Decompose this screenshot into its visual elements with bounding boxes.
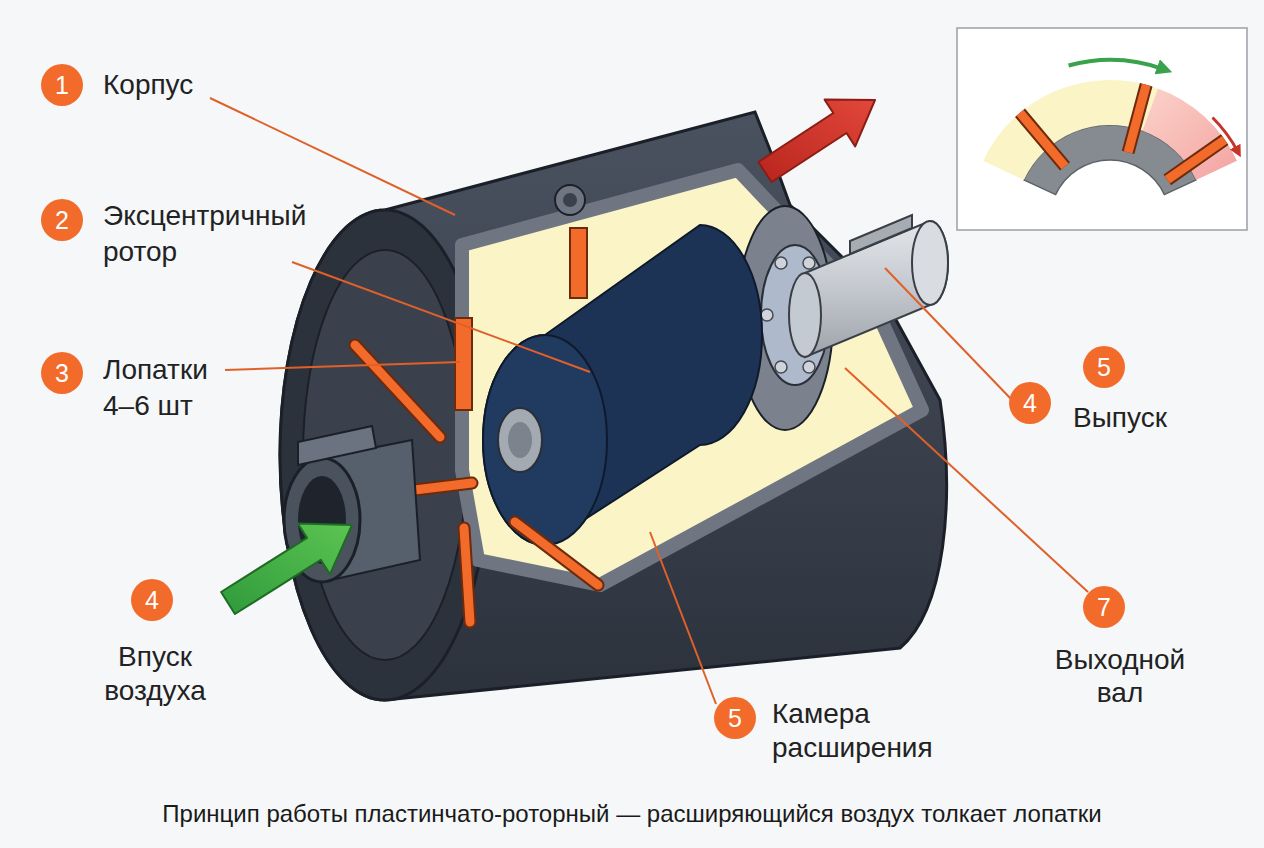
rotor: [483, 225, 762, 545]
part-label: Эксцентричный ротор: [103, 198, 343, 270]
callout-marker: 5Выпуск: [1083, 346, 1125, 388]
inset-vane-outline: [1020, 85, 1225, 180]
callout-number: 3: [41, 352, 83, 394]
diagram-caption: Принцип работы пластинчато-роторный — ра…: [0, 800, 1264, 828]
callout-number: 5: [714, 697, 756, 739]
inset-detail: [957, 28, 1247, 230]
part-label: Впуск воздуха: [75, 640, 235, 708]
housing-body: [280, 112, 946, 700]
callout-number: 7: [1083, 586, 1125, 628]
callout-number: 4: [1009, 382, 1051, 424]
leader-line: [885, 268, 1012, 400]
leader-line: [650, 532, 716, 704]
rotor-hub-bore: [508, 422, 532, 458]
housing: [280, 112, 947, 700]
callout-number: 4: [131, 579, 173, 621]
part-label: Корпус: [103, 68, 323, 102]
part-label: Лопатки 4–6 шт: [103, 352, 243, 424]
callout-number: 1: [41, 64, 83, 106]
bearing-ball: [803, 257, 815, 269]
part-label: Камера расширения: [772, 697, 982, 765]
rotor-body: [483, 225, 762, 545]
shaft-key: [850, 215, 912, 254]
leader-line: [225, 362, 460, 370]
bearing-ball: [775, 361, 787, 373]
inlet-arrow: [221, 524, 352, 615]
bearing-ball: [761, 309, 773, 321]
callout-marker: 2Эксцентричный ротор: [41, 199, 83, 241]
inset-vane: [1020, 85, 1225, 180]
callout-marker: 1Корпус: [41, 64, 83, 106]
shaft-collar: [789, 273, 821, 357]
callout-marker: 4: [1009, 382, 1051, 424]
leader-line: [210, 98, 455, 215]
inlet-key: [298, 426, 376, 465]
shaft-end: [912, 221, 948, 305]
bearing-ball: [803, 361, 815, 373]
vane: [570, 228, 587, 298]
leader-line: [292, 262, 590, 372]
pressure-arrow: [1213, 118, 1239, 152]
exhaust-port-hole: [563, 193, 577, 207]
part-label: Выпуск: [1040, 401, 1200, 435]
part-label: Выходной вал: [1040, 643, 1200, 709]
inset-frame: [957, 28, 1247, 230]
rotor-hub: [498, 408, 542, 472]
callout-marker: 4Впуск воздуха: [131, 579, 173, 621]
callout-marker: 3Лопатки 4–6 шт: [41, 352, 83, 394]
expansion-chamber: [462, 170, 922, 585]
callout-marker: 5Камера расширения: [714, 697, 756, 739]
exhaust-arrow: [758, 100, 875, 182]
leader-line: [845, 368, 1088, 592]
bearing-outer-ring: [761, 245, 829, 385]
callout-marker: 7Выходной вал: [1083, 586, 1125, 628]
bearing-assembly: [737, 206, 948, 430]
bearing-ball: [775, 257, 787, 269]
exhaust-port: [555, 185, 585, 215]
rotation-arrow: [1069, 60, 1165, 70]
vane: [455, 318, 472, 410]
callout-number: 5: [1083, 346, 1125, 388]
callout-number: 2: [41, 199, 83, 241]
rotor-face: [483, 335, 607, 545]
